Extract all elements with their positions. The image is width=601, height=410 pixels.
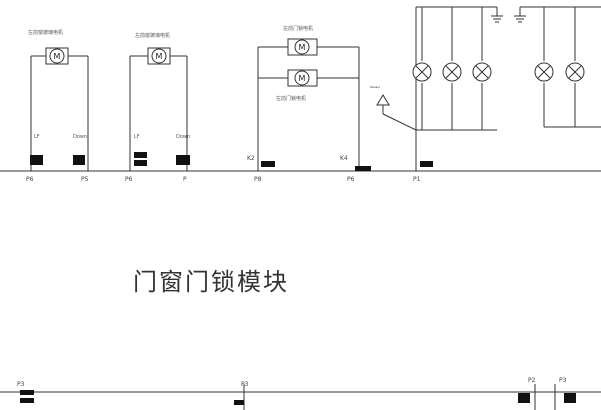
switch-label: Down bbox=[73, 134, 87, 140]
motor-symbol: M bbox=[299, 74, 306, 83]
pin-label: P6 bbox=[125, 176, 133, 183]
connector-block bbox=[134, 152, 147, 158]
connector-block bbox=[234, 400, 244, 405]
pin-label: P3 bbox=[17, 381, 25, 388]
pin-label: P6 bbox=[26, 176, 34, 183]
motor-symbol: M bbox=[156, 52, 163, 61]
connector-block bbox=[355, 166, 371, 171]
switch-label: Down bbox=[176, 134, 190, 140]
pin-label: K4 bbox=[340, 155, 348, 162]
motor-label: 左前窗玻璃电机 bbox=[135, 32, 170, 39]
lock-motor-bottom: M bbox=[287, 69, 318, 87]
pin-label: P1 bbox=[413, 176, 421, 183]
switch-label: LF bbox=[134, 134, 140, 140]
motor-label: 左前窗玻璃电机 bbox=[28, 29, 63, 36]
sensor-triangle bbox=[376, 94, 390, 106]
module-title: 门窗门锁模块 bbox=[133, 268, 289, 296]
pin-label: K2 bbox=[247, 155, 255, 162]
switch-label: LF bbox=[34, 134, 40, 140]
lock-motor-top: M bbox=[287, 38, 318, 56]
pin-label: P2 bbox=[528, 377, 536, 384]
sensor-label: Sensor bbox=[370, 85, 381, 89]
motor-symbol: M bbox=[54, 52, 61, 61]
lamp-4 bbox=[534, 62, 554, 82]
connector-block bbox=[518, 393, 530, 403]
pin-label: P6 bbox=[347, 176, 355, 183]
ground-symbol-1 bbox=[491, 15, 503, 23]
connector-block bbox=[20, 390, 34, 395]
connector-block bbox=[73, 155, 85, 165]
lamp-5 bbox=[565, 62, 585, 82]
pin-label: P3 bbox=[241, 381, 249, 388]
pin-label: P5 bbox=[81, 176, 89, 183]
window-motor-2: M bbox=[147, 47, 171, 65]
pin-label: P3 bbox=[559, 377, 567, 384]
motor-label: 左前门锁电机 bbox=[276, 95, 306, 102]
connector-block bbox=[20, 398, 34, 403]
ground-symbol-2 bbox=[514, 15, 526, 23]
connector-block bbox=[420, 161, 433, 167]
lamp-3 bbox=[472, 62, 492, 82]
connector-block bbox=[30, 155, 43, 165]
connector-block bbox=[564, 393, 576, 403]
motor-symbol: M bbox=[299, 43, 306, 52]
pin-label: P8 bbox=[254, 176, 262, 183]
lamp-2 bbox=[442, 62, 462, 82]
connector-block bbox=[176, 155, 190, 165]
connector-block bbox=[134, 160, 147, 166]
pin-label: P bbox=[183, 176, 187, 183]
window-motor-1: M bbox=[45, 47, 69, 65]
connector-block bbox=[261, 161, 275, 167]
motor-label: 左前门锁电机 bbox=[283, 25, 313, 32]
lamp-1 bbox=[412, 62, 432, 82]
